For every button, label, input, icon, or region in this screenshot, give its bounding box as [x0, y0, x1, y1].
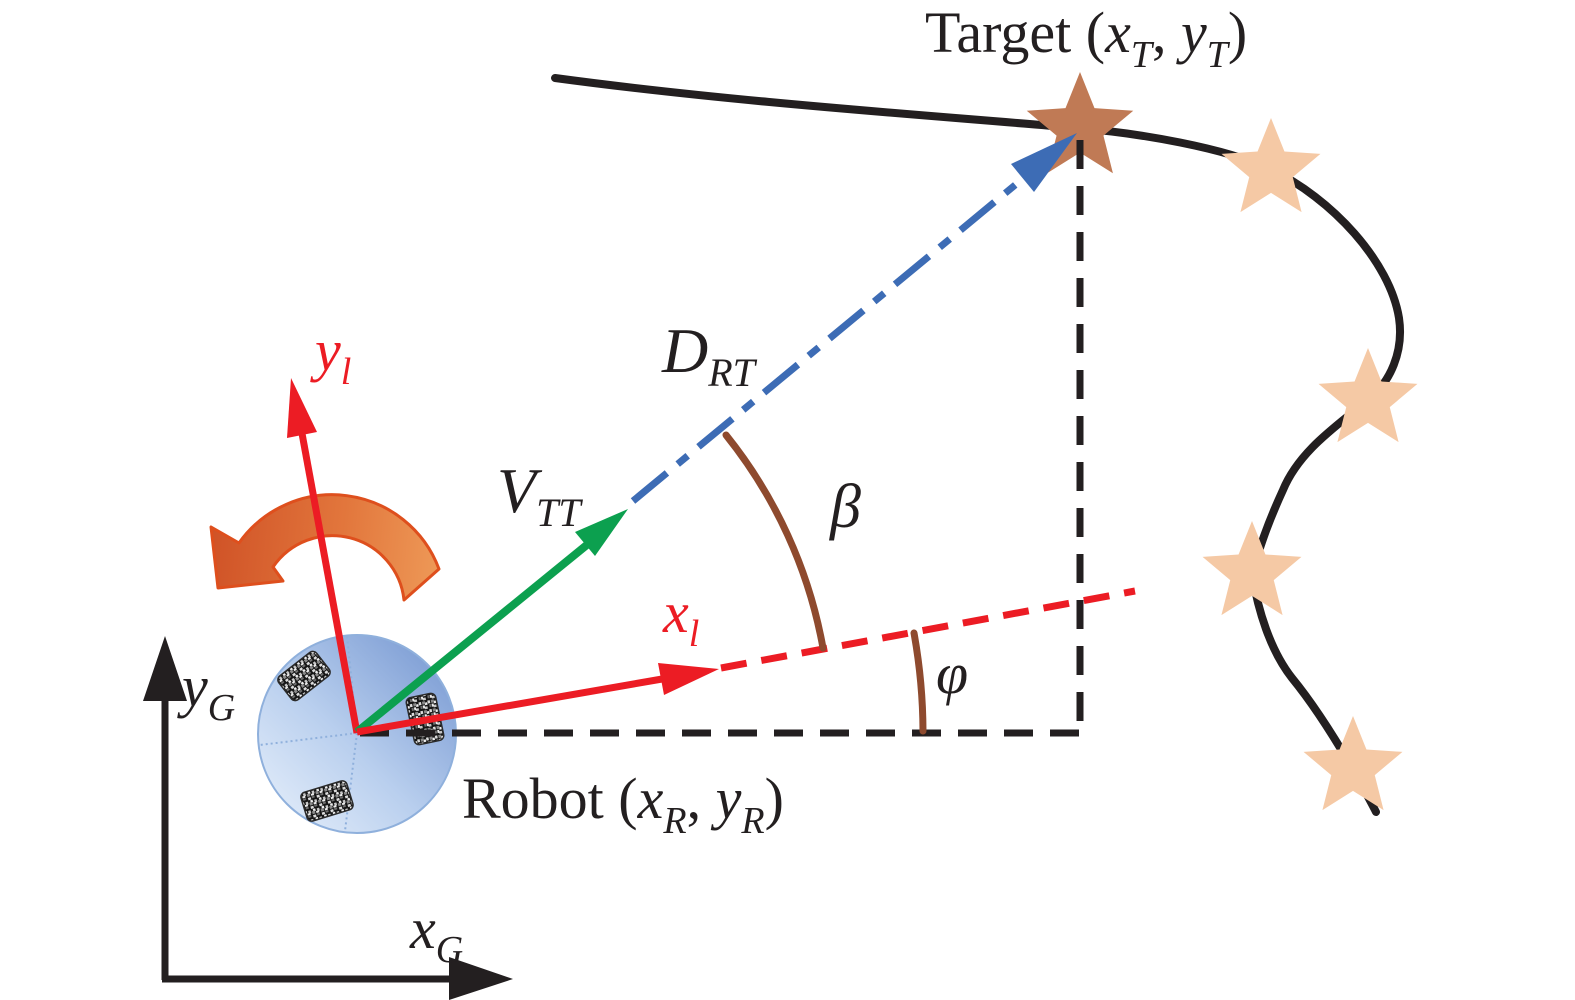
velocity-label: VTT: [497, 455, 583, 535]
global-x-axis-label: xG: [409, 896, 463, 971]
distance-line: [630, 133, 1077, 504]
local-x-axis-dashed-extension: [720, 587, 1136, 672]
local-y-axis-label: yl: [310, 318, 351, 393]
target-trajectory-curve: [551, 74, 1404, 816]
target-label: Target (xT, yT): [925, 0, 1247, 76]
robot-label: Robot (xR, yR): [462, 766, 784, 842]
local-y-axis-arrow: [287, 378, 361, 734]
waypoint-star-icon: [1303, 716, 1403, 811]
global-y-axis-label: yG: [177, 654, 235, 729]
distance-arrowhead-icon: [1011, 133, 1077, 192]
velocity-vector-arrow: [354, 509, 628, 736]
global-y-axis-arrowhead-icon: [143, 636, 187, 701]
global-x-axis-arrowhead-icon: [449, 957, 513, 1000]
local-x-axis-arrow: [356, 587, 1136, 736]
rotation-arrow-icon: [209, 493, 441, 602]
target-star-icon: [1026, 72, 1134, 174]
phi-angle-label: φ: [936, 641, 968, 706]
velocity-arrowhead-icon: [575, 509, 628, 556]
local-x-axis-label: xl: [662, 580, 699, 655]
beta-angle-label: β: [829, 473, 861, 541]
distance-label: DRT: [661, 315, 758, 395]
waypoint-star-icon: [1202, 521, 1302, 616]
robot-wheel-icon: [300, 780, 354, 822]
robot-wheel-icon: [277, 650, 331, 702]
local-x-axis-arrowhead-icon: [658, 663, 719, 695]
beta-angle-arc: [722, 431, 827, 652]
local-y-axis-arrowhead-icon: [287, 378, 317, 438]
waypoint-star-icon: [1221, 118, 1321, 213]
phi-angle-arc: [910, 629, 927, 735]
global-frame-axes: [143, 636, 513, 1000]
waypoint-star-icon: [1318, 348, 1418, 443]
